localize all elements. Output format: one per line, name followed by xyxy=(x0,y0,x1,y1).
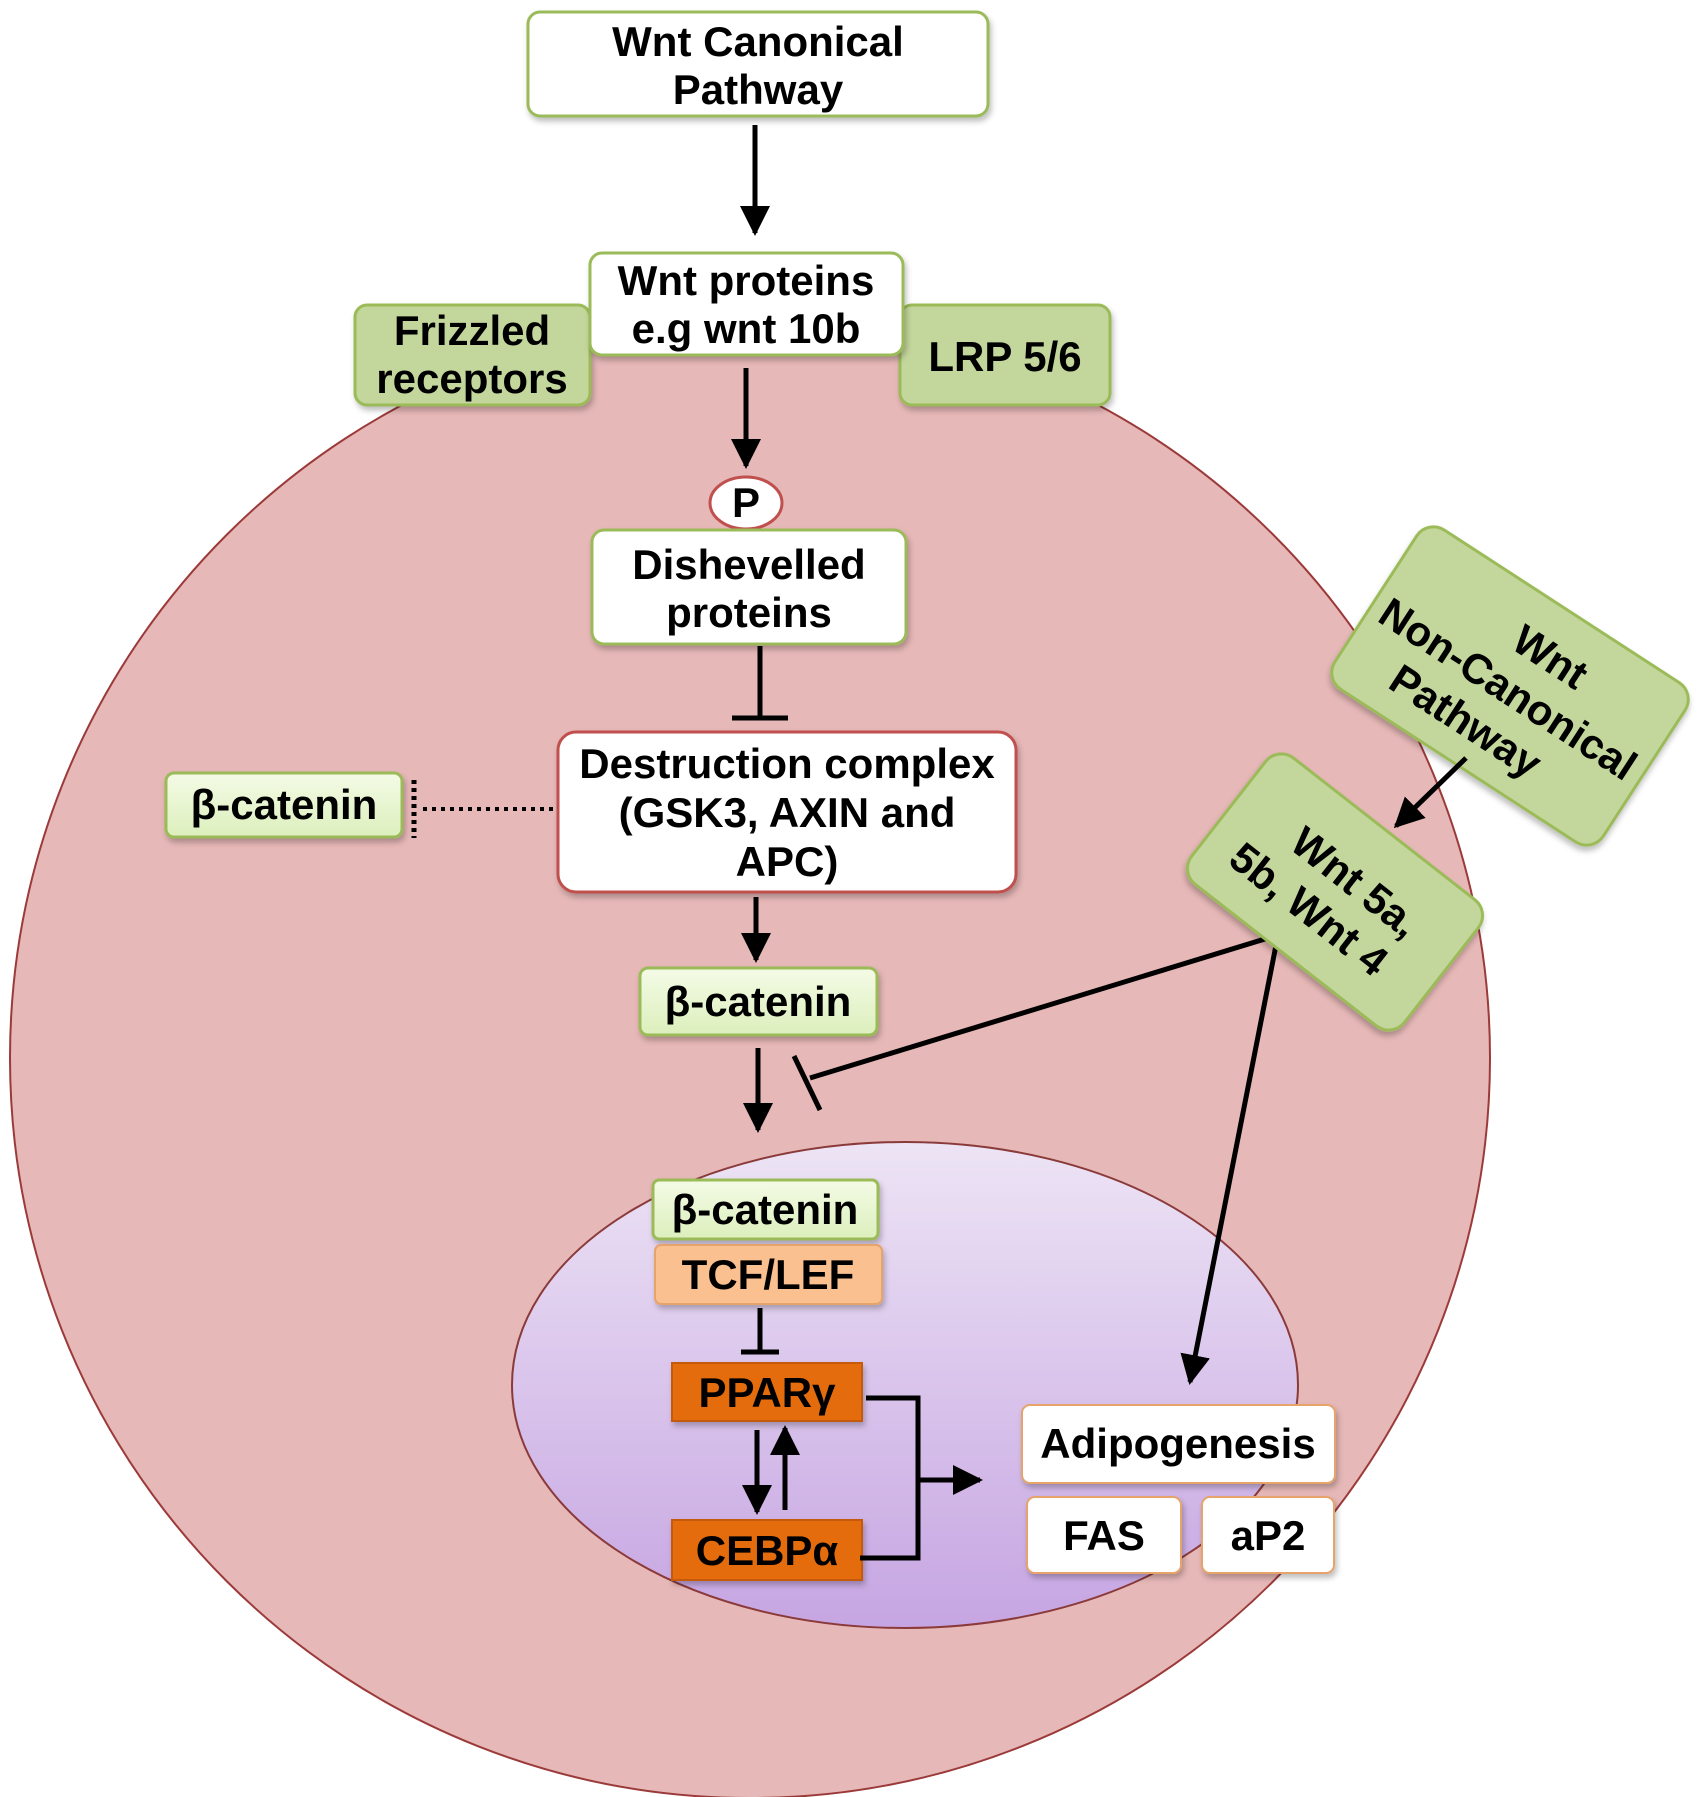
cebp-label: CEBPα xyxy=(696,1527,839,1574)
cebp-box xyxy=(671,1519,863,1581)
wnt-proteins-line2: e.g wnt 10b xyxy=(632,305,861,352)
beta-catenin-mid-label: β-catenin xyxy=(665,978,852,1025)
wnt-canonical-title-line2: Pathway xyxy=(673,66,844,113)
fas-label: FAS xyxy=(1063,1512,1145,1559)
destruction-complex-line1: Destruction complex xyxy=(579,740,995,787)
beta-catenin-nucleus-label: β-catenin xyxy=(672,1186,859,1233)
ap2-box xyxy=(1201,1496,1335,1574)
beta-catenin-nucleus-box xyxy=(651,1178,880,1241)
destruction-complex-box xyxy=(556,730,1018,894)
fas-box xyxy=(1026,1496,1182,1574)
frizzled-receptors-box xyxy=(353,303,592,407)
destruction-complex-line2: (GSK3, AXIN and xyxy=(619,789,956,836)
beta-catenin-left-box xyxy=(164,771,404,839)
tcf-lef-box xyxy=(654,1244,883,1305)
wnt5-box xyxy=(1185,752,1485,1032)
frizzled-line1: Frizzled xyxy=(394,307,550,354)
wnt-proteins-line1: Wnt proteins xyxy=(618,257,875,304)
adipogenesis-box xyxy=(1021,1404,1336,1484)
dishevelled-line1: Dishevelled xyxy=(632,541,865,588)
lrp-label: LRP 5/6 xyxy=(928,333,1081,380)
wnt-proteins-box xyxy=(588,251,905,357)
ppar-box xyxy=(671,1362,863,1422)
adipogenesis-label: Adipogenesis xyxy=(1040,1420,1315,1467)
dishevelled-line2: proteins xyxy=(666,589,832,636)
arrow-wnt5-to-adipogenesis xyxy=(1180,934,1281,1385)
tcf-lef-label: TCF/LEF xyxy=(682,1251,855,1298)
wnt-canonical-pathway-box xyxy=(526,10,990,118)
frizzled-line2: receptors xyxy=(376,355,567,402)
phosphate-label: P xyxy=(732,479,760,526)
wnt-canonical-title-line1: Wnt Canonical xyxy=(612,18,904,65)
arrow-noncanonical-to-wnt5 xyxy=(1393,756,1468,829)
dishevelled-box xyxy=(590,528,908,646)
ap2-label: aP2 xyxy=(1231,1512,1306,1559)
beta-catenin-mid-box xyxy=(638,966,879,1037)
lrp-box xyxy=(898,303,1112,407)
beta-catenin-left-label: β-catenin xyxy=(191,781,378,828)
destruction-complex-line3: APC) xyxy=(736,838,839,885)
ppar-label: PPARγ xyxy=(699,1369,837,1416)
inhibit-bar-nuclear-entry xyxy=(791,1054,823,1112)
inhibit-wnt5-to-nuclear-entry xyxy=(809,932,1279,1081)
